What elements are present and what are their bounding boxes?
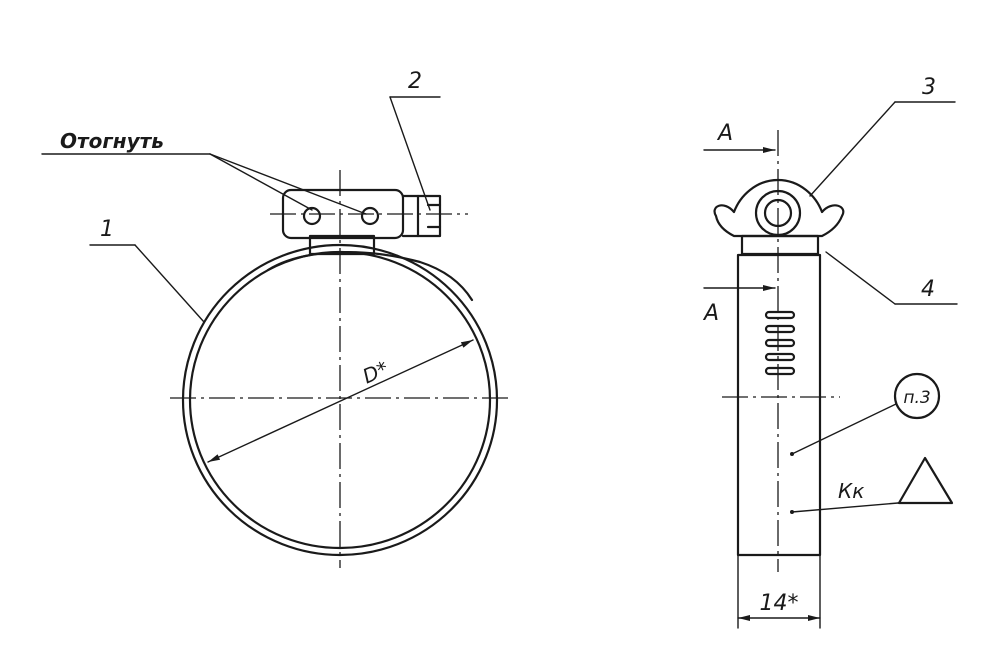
pos-2-label: 2 xyxy=(408,69,422,94)
housing-saddle xyxy=(308,234,376,256)
surface-finish-triangle xyxy=(897,456,954,505)
band-slot xyxy=(764,366,796,376)
coating-mark-label: Кк xyxy=(838,479,864,503)
band-slot xyxy=(764,338,796,348)
diameter-dimension-line xyxy=(207,339,474,463)
worm-housing xyxy=(270,188,468,240)
note-ref-circle xyxy=(893,372,941,420)
bend-note-leader-2 xyxy=(209,153,367,215)
side-view: А А 3 4 п.3 Кк 14* xyxy=(702,75,958,629)
coating-mark-dot xyxy=(790,510,794,514)
section-mark-top: А xyxy=(716,121,733,146)
note-ref-label: п.3 xyxy=(903,388,930,408)
pos-2-leader xyxy=(389,96,431,211)
pos-4-leader xyxy=(825,251,896,305)
width-dimension-label: 14* xyxy=(760,591,799,616)
band-slot xyxy=(764,352,796,362)
bend-note-leader-1 xyxy=(209,153,313,211)
note-ref-leader xyxy=(791,403,897,455)
side-housing xyxy=(713,178,845,256)
front-view: D* Отогнуть 1 2 xyxy=(41,69,512,568)
band-slots xyxy=(764,310,796,376)
pos-1-label: 1 xyxy=(100,217,114,242)
screw-head xyxy=(401,194,442,238)
band-slot xyxy=(764,324,796,334)
band-slot xyxy=(764,310,796,320)
clamp-band-outer xyxy=(181,243,499,557)
note-ref-dot xyxy=(790,452,794,456)
diameter-label: D* xyxy=(359,356,392,388)
pos-4-label: 4 xyxy=(921,277,935,302)
bent-tab-right xyxy=(360,206,380,226)
worm-core xyxy=(763,198,793,228)
coating-mark-leader xyxy=(791,502,899,513)
bend-note-label: Отогнуть xyxy=(60,129,164,153)
pos-3-leader xyxy=(809,101,896,197)
pos-1-leader xyxy=(134,244,205,323)
bent-tab-left xyxy=(302,206,322,226)
saddle-section xyxy=(740,234,820,256)
band-overlap-end xyxy=(266,251,474,302)
pos-3-label: 3 xyxy=(922,75,936,100)
housing-profile xyxy=(713,178,845,238)
section-mark-bottom: А xyxy=(702,301,719,326)
